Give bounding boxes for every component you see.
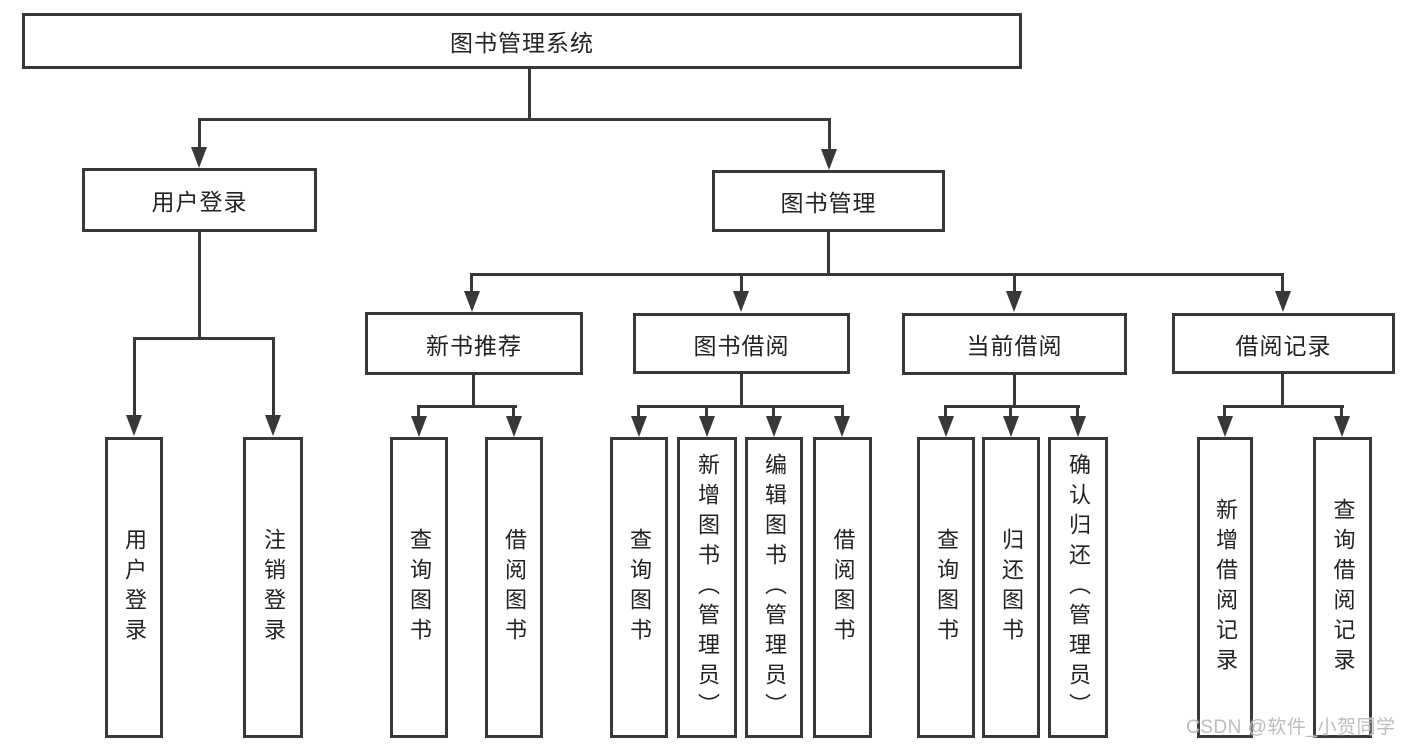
node-new-book-rec: 新书推荐 (365, 312, 583, 375)
node-ul-logout-label: 注销登录 (261, 527, 286, 648)
connector (637, 405, 640, 419)
connector (944, 405, 1080, 408)
connector (827, 232, 830, 276)
node-nbr-query: 查询图书 (390, 437, 448, 738)
node-bb-query: 查询图书 (610, 437, 668, 738)
connector (1223, 405, 1344, 408)
arrowhead (506, 416, 522, 437)
connector (740, 374, 743, 408)
connector (417, 405, 517, 408)
node-br-add: 新增借阅记录 (1197, 437, 1253, 738)
connector (1223, 405, 1226, 419)
node-root-label: 图书管理系统 (450, 30, 594, 56)
arrowhead (631, 416, 647, 437)
node-book-mgmt-label: 图书管理 (780, 190, 877, 216)
node-cb-return-label: 归还图书 (999, 527, 1024, 648)
arrowhead (126, 415, 142, 436)
arrowhead (1070, 416, 1086, 437)
connector (944, 405, 947, 419)
node-nbr-borrow-label: 借阅图书 (502, 527, 527, 648)
node-cb-query-label: 查询图书 (934, 527, 959, 648)
arrowhead (938, 416, 954, 437)
node-br-query-label: 查询借阅记录 (1330, 497, 1356, 678)
connector (841, 405, 844, 419)
arrowhead (265, 415, 281, 436)
node-cb-query: 查询图书 (917, 437, 975, 738)
arrowhead (1003, 416, 1019, 437)
connector (470, 273, 1284, 276)
node-new-book-rec-label: 新书推荐 (426, 332, 522, 359)
connector (1281, 273, 1284, 295)
connector (1281, 374, 1284, 408)
node-bb-edit: 编辑图书（管理员） (745, 437, 803, 738)
connector (272, 337, 275, 416)
connector (637, 405, 844, 408)
node-bb-borrow: 借阅图书 (813, 437, 872, 738)
connector (417, 405, 420, 419)
node-root: 图书管理系统 (22, 13, 1022, 69)
node-current-borrow-label: 当前借阅 (966, 333, 1063, 359)
node-br-query: 查询借阅记录 (1313, 437, 1372, 738)
arrowhead (1217, 416, 1233, 437)
node-ul-logout: 注销登录 (243, 437, 303, 738)
node-ul-login-label: 用户登录 (122, 527, 147, 648)
node-book-borrow-label: 图书借阅 (693, 332, 790, 359)
node-book-borrow: 图书借阅 (633, 313, 850, 374)
node-bb-edit-label: 编辑图书（管理员） (762, 452, 787, 723)
connector (772, 405, 775, 419)
node-bb-add: 新增图书（管理员） (677, 437, 737, 738)
connector (1013, 273, 1016, 295)
node-bb-query-label: 查询图书 (627, 527, 652, 648)
node-nbr-borrow: 借阅图书 (485, 437, 543, 738)
node-bb-borrow-label: 借阅图书 (830, 527, 856, 648)
arrowhead (733, 291, 749, 312)
arrowhead (699, 416, 715, 437)
arrowhead (834, 416, 850, 437)
connector (740, 273, 743, 295)
arrowhead (464, 291, 480, 312)
node-cb-confirm-label: 确认归还（管理员） (1066, 452, 1091, 723)
connector (1013, 375, 1016, 408)
node-br-add-label: 新增借阅记录 (1213, 497, 1238, 678)
node-user-login-label: 用户登录 (151, 189, 248, 215)
node-nbr-query-label: 查询图书 (407, 527, 432, 648)
node-user-login: 用户登录 (82, 168, 317, 232)
arrowhead (1006, 291, 1022, 312)
connector (198, 118, 831, 121)
connector (828, 118, 831, 149)
arrowhead (1334, 416, 1350, 437)
connector (1340, 405, 1343, 419)
arrowhead (191, 147, 207, 168)
node-current-borrow: 当前借阅 (902, 313, 1127, 375)
node-ul-login: 用户登录 (105, 437, 163, 738)
connector (1009, 405, 1012, 419)
connector (472, 375, 475, 408)
connector (1076, 405, 1079, 419)
connector (198, 118, 201, 149)
connector (470, 273, 473, 295)
node-cb-return: 归还图书 (982, 437, 1040, 738)
connector (133, 337, 275, 340)
connector (198, 232, 201, 340)
node-book-mgmt: 图书管理 (712, 170, 945, 232)
connector (133, 337, 136, 416)
node-borrow-record-label: 借阅记录 (1235, 332, 1332, 359)
csdn-watermark: CSDN @软件_小贺同学 (1186, 717, 1396, 738)
node-cb-confirm: 确认归还（管理员） (1048, 437, 1108, 738)
arrowhead (766, 416, 782, 437)
connector (528, 69, 531, 121)
arrowhead (821, 149, 837, 170)
arrowhead (411, 416, 427, 437)
connector (705, 405, 708, 419)
node-borrow-record: 借阅记录 (1172, 313, 1395, 374)
connector (512, 405, 515, 419)
node-bb-add-label: 新增图书（管理员） (695, 452, 720, 723)
arrowhead (1275, 291, 1291, 312)
